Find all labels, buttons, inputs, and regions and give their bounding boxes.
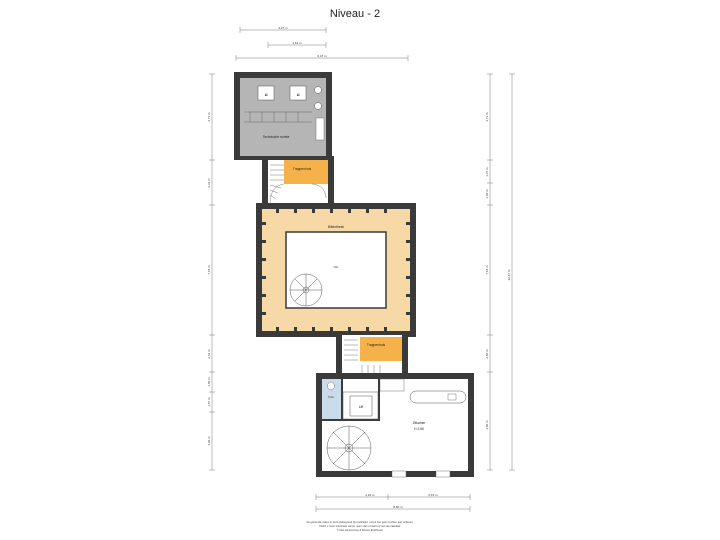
dim-top-2: 1,61 m [292, 41, 302, 45]
room-label-bibliotheek: Bibliotheek [328, 225, 344, 229]
room-label-zitkamer: Zitkamer [413, 421, 427, 425]
dim-bottom-2: 6,16 m [428, 493, 438, 497]
left-dimensions [209, 73, 215, 471]
svg-text:⊠: ⊠ [297, 93, 300, 97]
room-label-zitkamer-height: H 2.56 [414, 427, 424, 431]
dim-top-1: 3,27 m [278, 26, 288, 30]
room-toilet [322, 379, 341, 419]
room-trappenhuis-top: Trappenhuis [262, 156, 334, 208]
top-dimensions [235, 27, 409, 61]
room-label-technische-ruimte: Technische ruimte [263, 135, 290, 139]
dim-right-1: 4,73 m [485, 112, 489, 122]
room-label-trappenhuis-bottom: Trappenhuis [367, 343, 386, 347]
dim-left-5: 1,60 m [207, 377, 211, 387]
dim-right-2: 1,37 m [485, 167, 489, 177]
room-label-toilet: Toilet [328, 395, 334, 399]
spiral-staircase-vide [289, 273, 323, 307]
dim-left-2: 2,31 m [207, 178, 211, 188]
dim-left-7: 3,30 m [207, 436, 211, 446]
spiral-staircase-zitkamer [326, 425, 372, 471]
dim-top-3: 6,47 m [317, 54, 327, 58]
plan-title: Niveau - 2 [330, 8, 380, 20]
bottom-dimensions [315, 494, 471, 512]
room-label-trappenhuis-top: Trappenhuis [293, 167, 312, 171]
dim-left-3: 7,18 m [207, 265, 211, 275]
dim-right-4: 7,18 m [485, 265, 489, 275]
dim-left-6: 1,57 m [207, 397, 211, 407]
dim-total-right: 22,47 m [507, 269, 511, 280]
dim-right-3: 1,06 m [485, 189, 489, 199]
dim-left-4: 2,61 m [207, 349, 211, 359]
room-trappenhuis-bottom: Trappenhuis [336, 331, 408, 381]
footer-line-1: De getoonde maten in deze plattegrond zi… [307, 520, 414, 524]
dim-bottom-1: 2,24 m [365, 493, 375, 497]
dim-left-1: 4,73 m [207, 112, 211, 122]
right-dimensions [487, 73, 515, 471]
svg-text:⊠: ⊠ [265, 93, 268, 97]
footer-line-3: © Niet Huurwoning & Wonen Eindhoven [337, 528, 384, 532]
footer-line-2: Indien u meer informatie wenst, neem dan… [319, 524, 401, 528]
room-zitkamer-block: Toilet Lift Zitkamer H 2.56 [316, 373, 474, 478]
dim-bottom-3: 8,60 m [393, 505, 403, 509]
room-technische-ruimte: ⊠ ⊠ Technische ruimte [234, 72, 332, 160]
room-label-vide: Vide [333, 265, 339, 269]
room-bibliotheek: Bibliotheek Vide [256, 203, 416, 337]
dim-right-6: 3,80 m [485, 420, 489, 430]
room-label-lift: Lift [359, 405, 363, 409]
dim-right-5: 2,86 m [485, 349, 489, 359]
